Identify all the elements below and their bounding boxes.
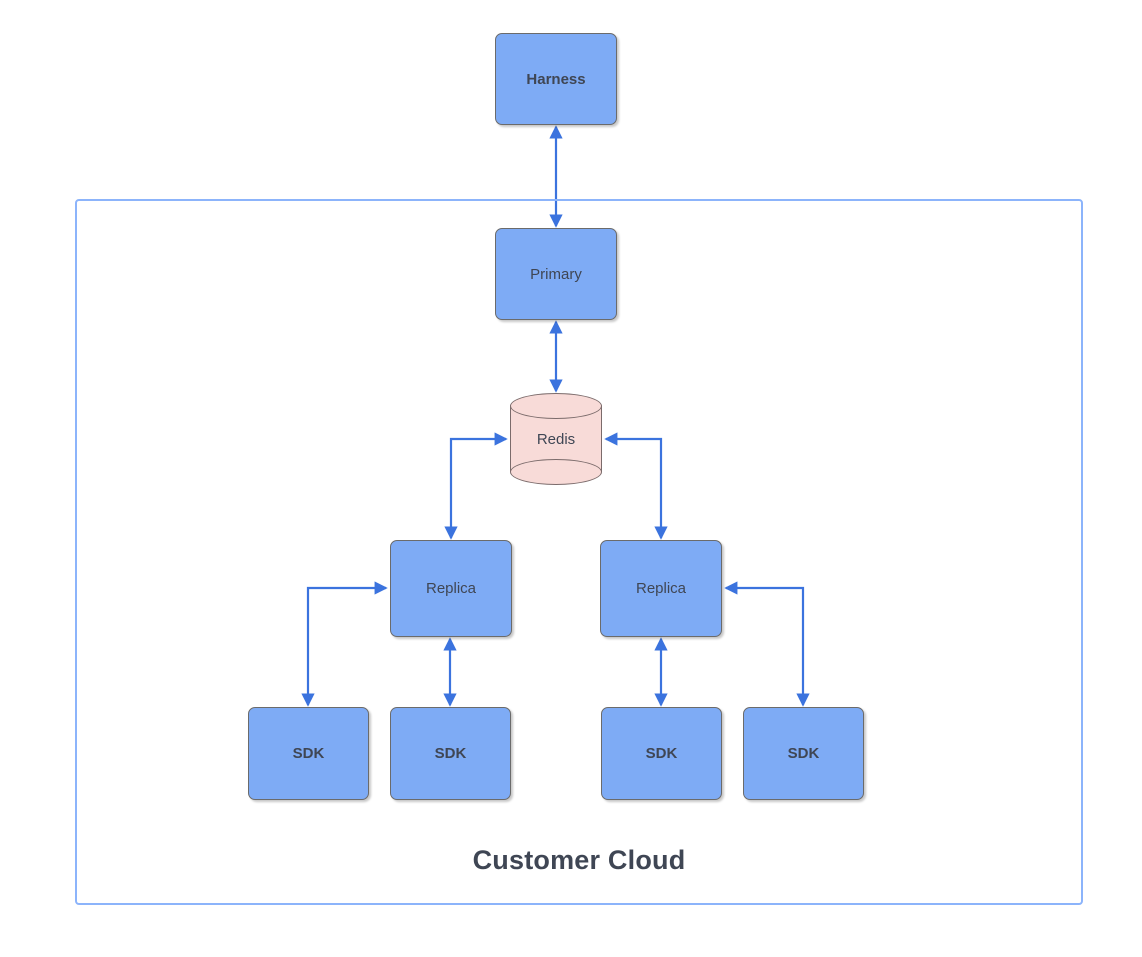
node-primary[interactable]: Primary	[495, 228, 617, 320]
customer-cloud-container[interactable]	[75, 199, 1083, 905]
redis-cylinder-top	[510, 393, 602, 419]
node-replica-left[interactable]: Replica	[390, 540, 512, 637]
datastore-redis[interactable]: Redis	[510, 393, 602, 485]
node-replica-right-label: Replica	[635, 580, 687, 597]
node-sdk-1[interactable]: SDK	[248, 707, 369, 800]
node-harness[interactable]: Harness	[495, 33, 617, 125]
node-sdk-3[interactable]: SDK	[601, 707, 722, 800]
node-sdk-4[interactable]: SDK	[743, 707, 864, 800]
node-sdk-2-label: SDK	[434, 745, 467, 762]
redis-cylinder-bottom	[510, 459, 602, 485]
node-replica-left-label: Replica	[425, 580, 477, 597]
node-sdk-2[interactable]: SDK	[390, 707, 511, 800]
node-harness-label: Harness	[526, 70, 586, 88]
datastore-redis-label: Redis	[536, 430, 576, 448]
node-sdk-3-label: SDK	[645, 745, 678, 762]
node-sdk-4-label: SDK	[787, 745, 820, 762]
node-replica-right[interactable]: Replica	[600, 540, 722, 637]
customer-cloud-label: Customer Cloud	[472, 845, 686, 875]
node-sdk-1-label: SDK	[292, 745, 325, 762]
node-primary-label: Primary	[530, 265, 582, 283]
